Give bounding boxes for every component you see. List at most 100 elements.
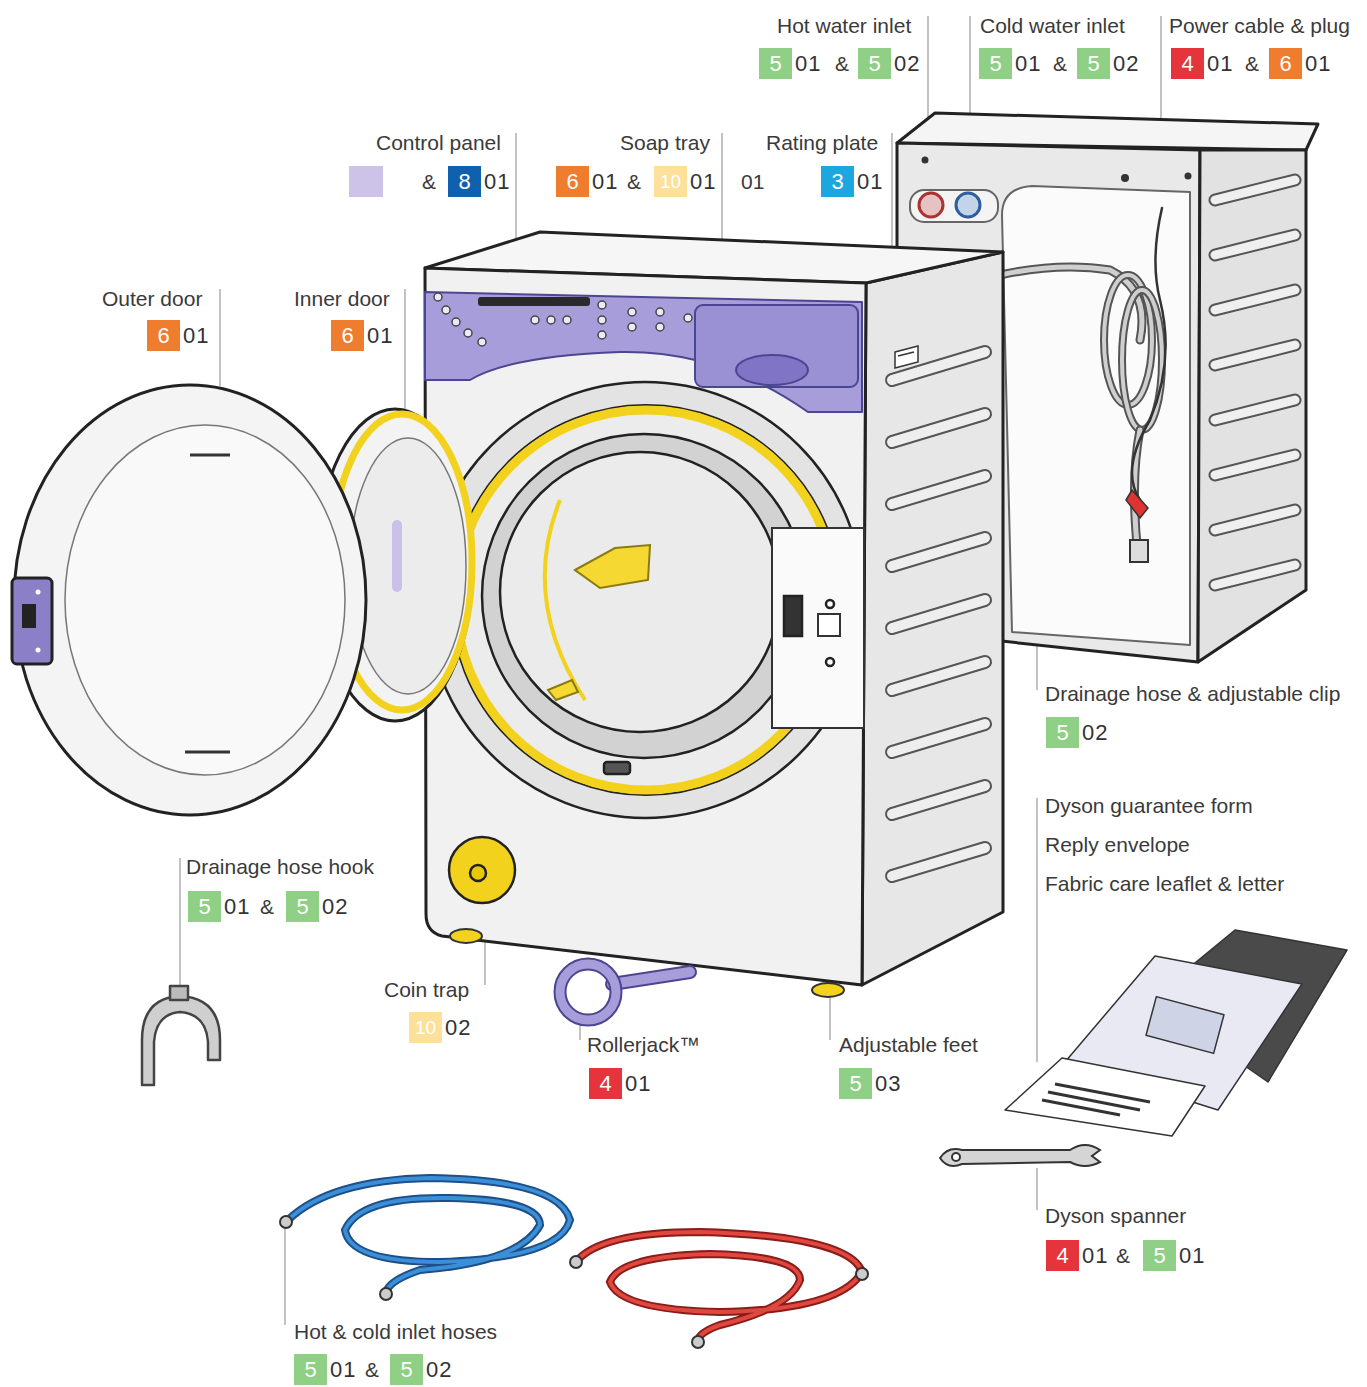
rating-plate <box>895 346 918 368</box>
side-slat <box>1215 180 1295 200</box>
drainage-hose-hook <box>170 986 188 1000</box>
control-button <box>531 316 539 324</box>
callout-index: 01 <box>183 320 209 351</box>
side-slat <box>892 352 985 876</box>
rear-machine <box>1121 174 1129 182</box>
callout-index: 01 <box>857 166 883 197</box>
control-button <box>478 338 486 346</box>
callout-number: 8 <box>448 166 481 197</box>
dyson-spanner <box>952 1153 960 1161</box>
dyson-spanner <box>940 1145 1100 1166</box>
front-machine <box>478 297 590 306</box>
part-label: Fabric care leaflet & letter <box>1045 872 1284 896</box>
callout-number: 3 <box>821 166 854 197</box>
control-button <box>434 293 692 346</box>
inlet-hose <box>576 1232 862 1340</box>
drum <box>427 382 863 818</box>
connector-word: & <box>1053 52 1067 76</box>
part-label: Reply envelope <box>1045 833 1190 857</box>
inner-door <box>350 438 466 694</box>
callout-badge: 401 <box>589 1068 622 1099</box>
rating-plate <box>898 352 914 356</box>
callout-badge: 1002 <box>409 1012 442 1043</box>
callout-number: 5 <box>1046 717 1079 748</box>
side-slat <box>1215 235 1295 255</box>
outer-door <box>12 578 52 664</box>
inlet-hose <box>692 1336 704 1348</box>
part-label: Control panel <box>376 131 501 155</box>
rollerjack <box>612 972 690 984</box>
rear-machine <box>919 193 943 217</box>
part-label: Drainage hose hook <box>186 855 374 879</box>
part-label: Hot water inlet <box>777 14 911 38</box>
colour-swatch <box>349 166 383 197</box>
connector-word: & <box>422 170 436 194</box>
callout-badge: 501 <box>294 1354 327 1385</box>
side-slat <box>1215 565 1295 585</box>
side-slat <box>892 352 985 876</box>
connector-word: & <box>1245 52 1259 76</box>
rollerjack <box>560 964 616 1020</box>
part-label: Hot & cold inlet hoses <box>294 1320 497 1344</box>
callout-index: 01 <box>625 1068 651 1099</box>
callout-number: 5 <box>286 891 319 922</box>
document-pack <box>1048 1092 1140 1110</box>
side-slat <box>1215 400 1295 420</box>
leader-line <box>1036 798 1037 1062</box>
drum <box>772 528 864 728</box>
part-label: Inner door <box>294 287 390 311</box>
callout-number: 4 <box>589 1068 622 1099</box>
part-label: Cold water inlet <box>980 14 1125 38</box>
control-button <box>434 293 442 301</box>
outer-door <box>65 425 345 775</box>
drum <box>826 600 834 608</box>
drum <box>545 500 585 700</box>
side-slat <box>1215 400 1295 420</box>
rear-machine <box>1198 150 1306 662</box>
part-label: Adjustable feet <box>839 1033 978 1057</box>
part-label: Coin trap <box>384 978 469 1002</box>
adjustable-foot <box>450 929 482 943</box>
side-slat <box>1215 345 1295 365</box>
callout-index: 01 <box>224 891 250 922</box>
front-machine <box>425 232 1003 985</box>
connector-word: & <box>835 52 849 76</box>
callout-index: 01 <box>484 166 510 197</box>
side-slat <box>1215 180 1295 585</box>
control-button <box>628 308 636 316</box>
callout-index: 02 <box>322 891 348 922</box>
drainage-hose-hook <box>142 986 220 1085</box>
drum <box>482 434 806 758</box>
callout-number: 5 <box>839 1068 872 1099</box>
control-button <box>464 329 472 337</box>
control-button <box>598 316 606 324</box>
side-slat <box>1215 180 1295 200</box>
control-button <box>598 331 606 339</box>
rollerjack <box>612 972 690 984</box>
drum <box>427 382 864 818</box>
drum <box>575 545 650 588</box>
rear-machine <box>1185 173 1192 180</box>
side-slat <box>1215 290 1295 310</box>
drain-hose-and-cable <box>1130 540 1148 562</box>
outer-door <box>185 751 230 754</box>
side-slat <box>892 786 985 814</box>
part-label: Dyson guarantee form <box>1045 794 1253 818</box>
callout-badge: 801 <box>448 166 481 197</box>
document-pack <box>1005 930 1347 1136</box>
callout-number: 6 <box>1269 48 1302 79</box>
part-label: Dyson spanner <box>1045 1204 1186 1228</box>
control-button <box>684 314 692 322</box>
callout-badge: 1001 <box>654 166 687 197</box>
drum <box>818 614 840 636</box>
adjustable-foot <box>450 929 844 997</box>
inlet-hose <box>288 1178 570 1292</box>
document-pack <box>1042 1100 1120 1115</box>
drum <box>784 596 802 636</box>
side-slat <box>892 600 985 628</box>
side-slat <box>892 724 985 752</box>
inlet-hose <box>280 1216 292 1228</box>
side-slat <box>892 786 985 814</box>
control-button <box>598 301 606 309</box>
front-machine <box>862 252 1003 985</box>
